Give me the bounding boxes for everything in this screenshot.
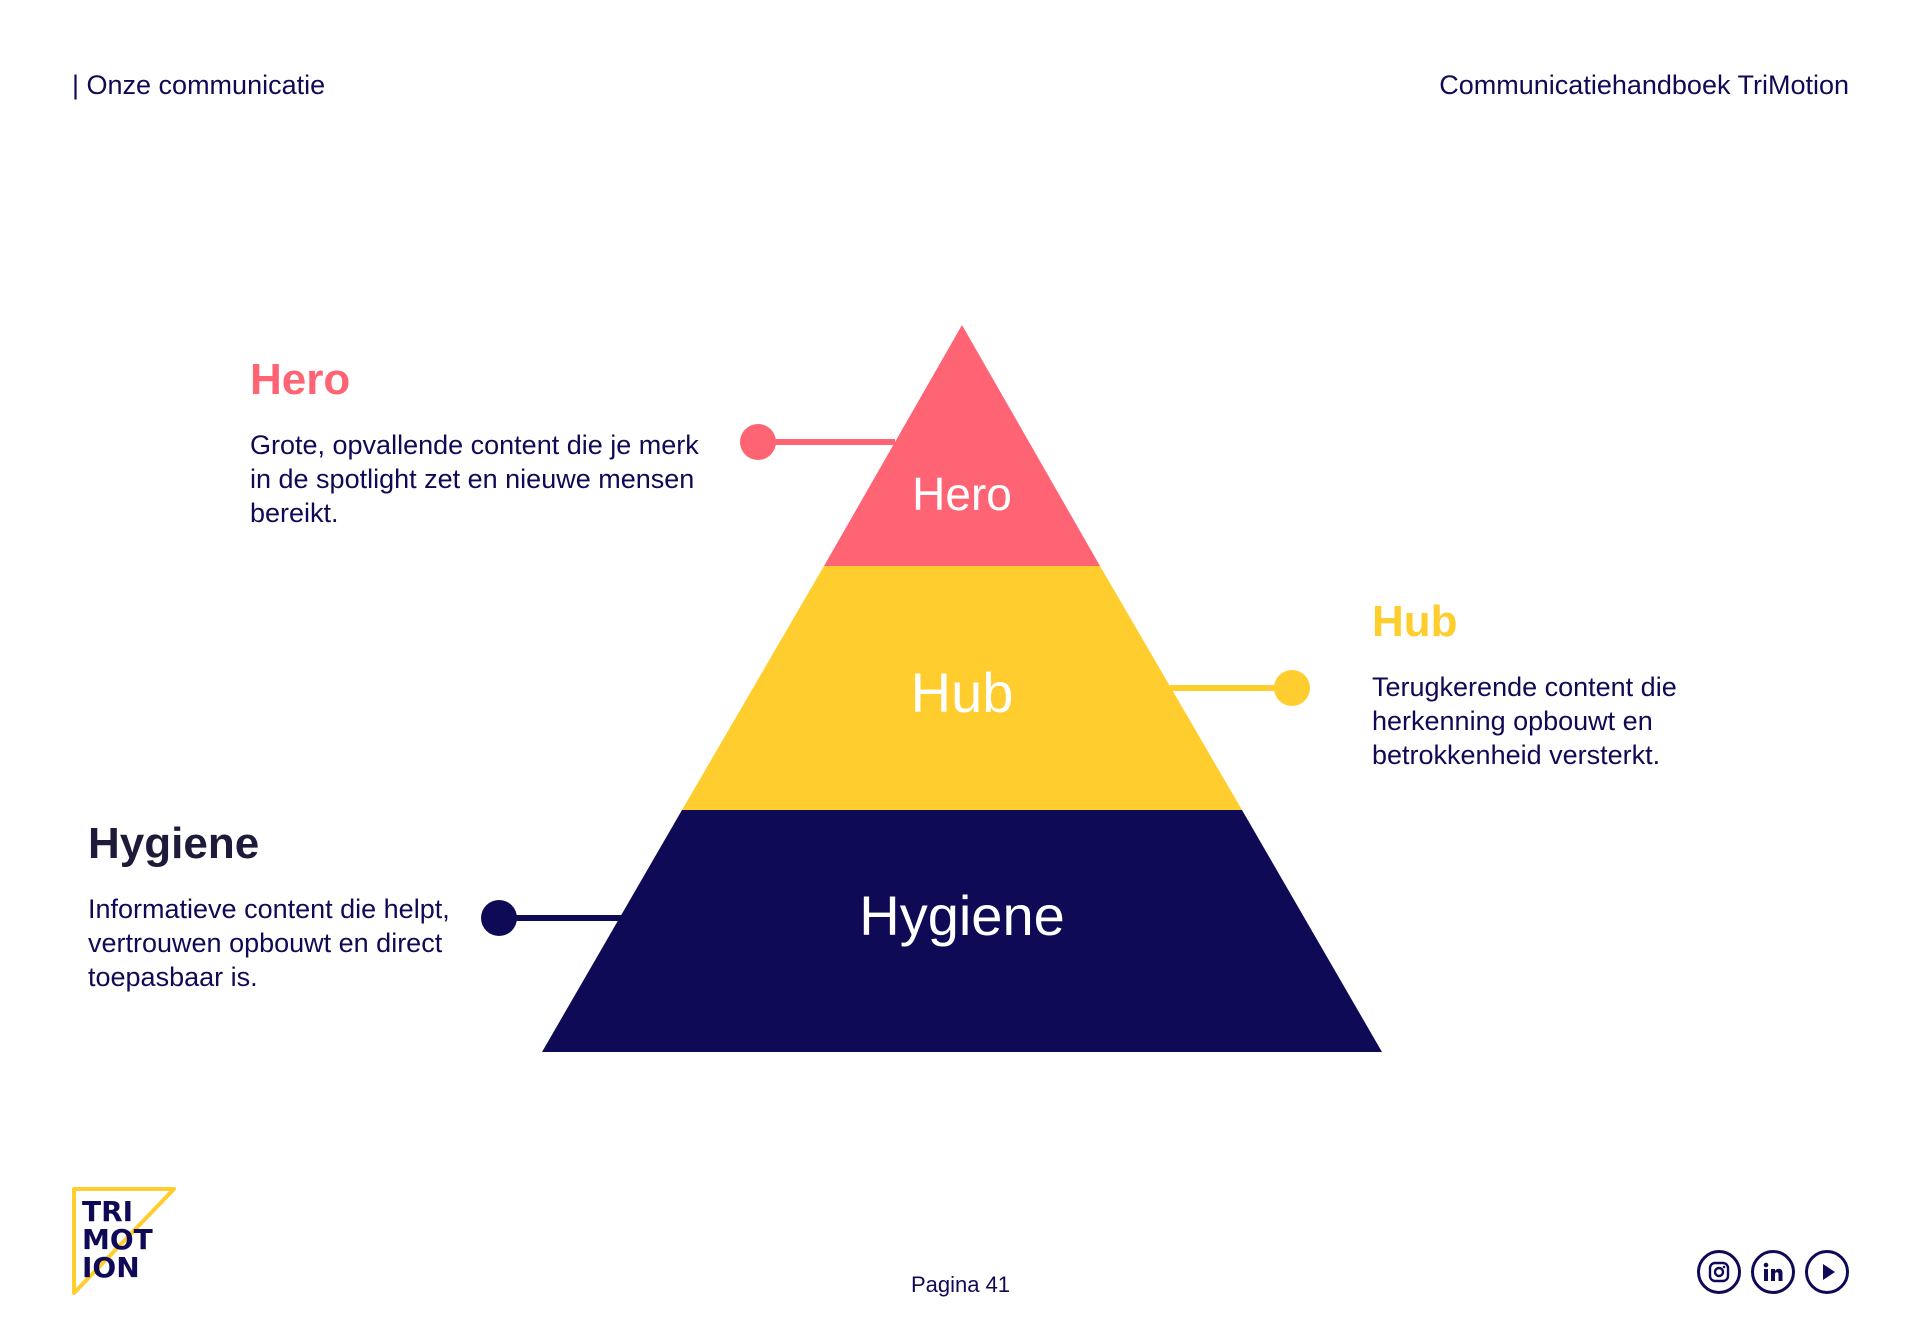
youtube-icon[interactable] [1805, 1250, 1849, 1294]
hub-connector-dot [1274, 670, 1310, 706]
svg-text:MOT: MOT [82, 1223, 153, 1256]
pyramid-label-hub: Hub [911, 661, 1014, 724]
hygiene-heading: Hygiene [88, 819, 260, 868]
hub-description-block: Hub Terugkerende content die herkenning … [1372, 600, 1802, 772]
page-number: Pagina 41 [910, 1272, 1011, 1297]
pyramid-level-hygiene [542, 810, 1382, 1052]
social-links [1697, 1250, 1849, 1294]
hygiene-description-block: Hygiene Informatieve content die helpt, … [88, 822, 508, 994]
hygiene-connector-dot [481, 900, 517, 936]
pyramid-level-hub [682, 566, 1242, 810]
hero-description-block: Hero Grote, opvallende content die je me… [250, 358, 720, 530]
section-title: | Onze communicatie [72, 70, 326, 100]
instagram-icon[interactable] [1697, 1250, 1741, 1294]
hub-heading: Hub [1372, 597, 1458, 646]
trimotion-logo: TRI MOT ION [70, 1185, 182, 1297]
pyramid-label-hygiene: Hygiene [859, 884, 1064, 947]
pyramid-label-hero: Hero [912, 468, 1012, 520]
hero-heading: Hero [250, 355, 351, 404]
hero-connector-dot [740, 424, 776, 460]
hero-description: Grote, opvallende content die je merk in… [250, 430, 699, 528]
svg-text:ION: ION [82, 1251, 140, 1284]
logo-frame-icon: TRI MOT ION [72, 1187, 176, 1295]
hub-description: Terugkerende content die herkenning opbo… [1372, 672, 1677, 770]
hygiene-description: Informatieve content die helpt, vertrouw… [88, 894, 450, 992]
pyramid-level-hero [824, 325, 1100, 566]
linkedin-icon[interactable] [1751, 1250, 1795, 1294]
document-title: Communicatiehandboek TriMotion [1439, 70, 1849, 100]
svg-text:TRI: TRI [82, 1195, 133, 1228]
